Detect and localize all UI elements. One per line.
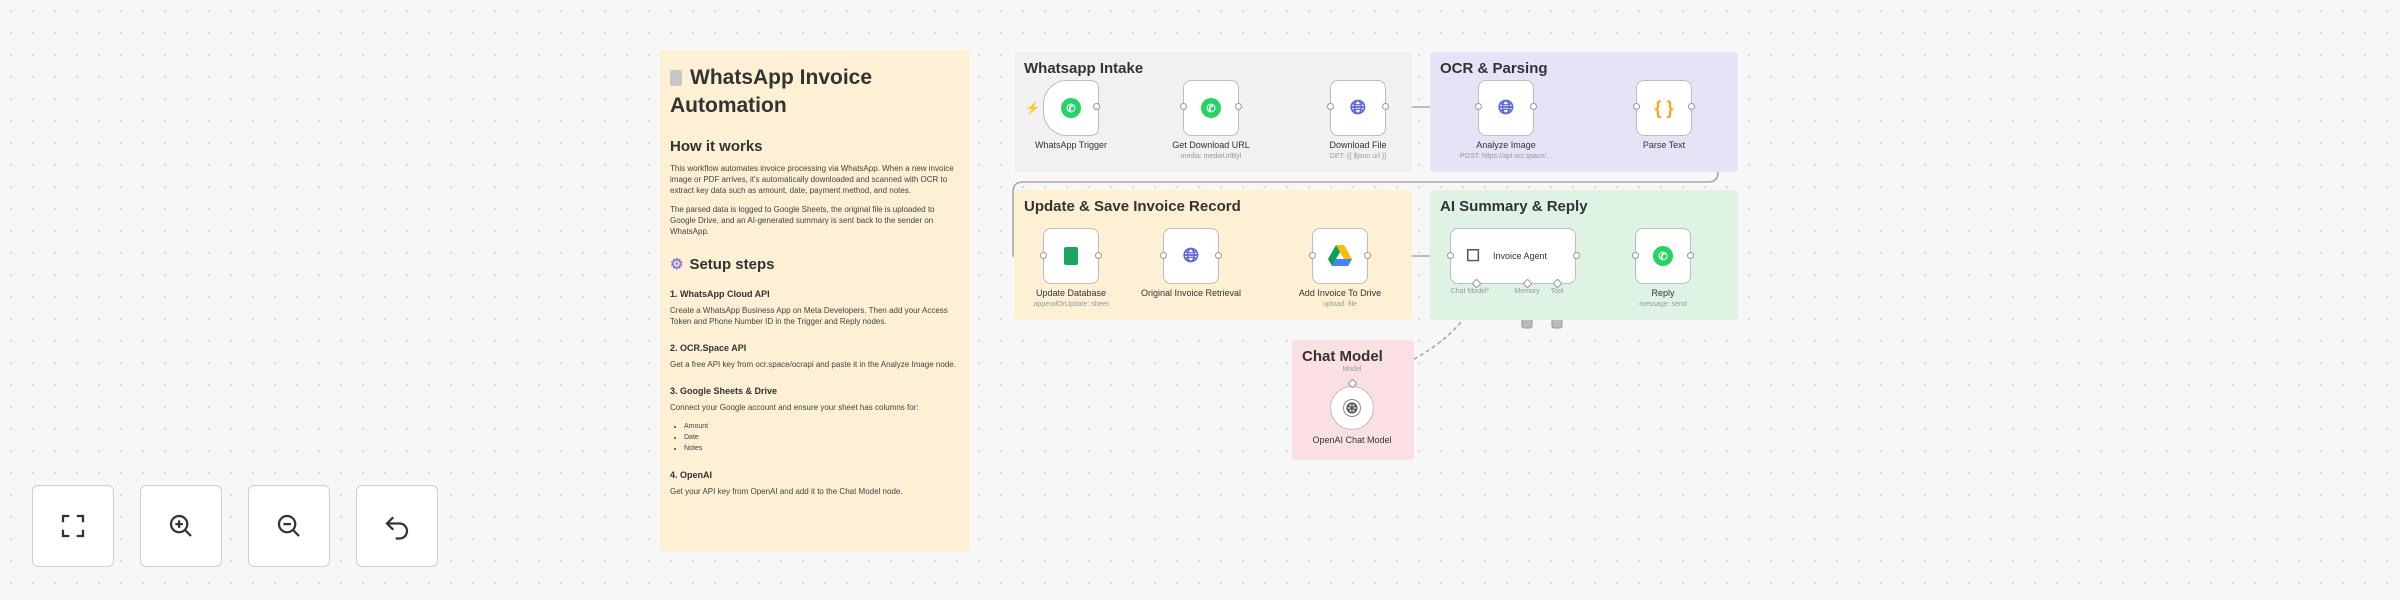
group-title: OCR & Parsing: [1440, 60, 1548, 77]
robot-icon: ☐: [1465, 248, 1481, 265]
group-title: Whatsapp Intake: [1024, 60, 1144, 77]
port-label: Tool: [1550, 288, 1564, 295]
globe-icon: 🌐︎: [1350, 96, 1366, 119]
step-2-text: Get a free API key from ocr.space/ocrapi…: [670, 360, 956, 369]
step-3-text: Connect your Google account and ensure y…: [670, 403, 919, 412]
input-handle[interactable]: [1447, 252, 1454, 259]
node-label: WhatsApp Trigger: [1034, 140, 1108, 150]
note-title: WhatsApp Invoice Automation: [670, 66, 873, 117]
node-add-invoice-to-drive[interactable]: [1312, 228, 1368, 284]
input-handle[interactable]: [1327, 103, 1334, 110]
node-label: Reply: [1651, 288, 1675, 298]
fit-view-button[interactable]: [32, 485, 114, 567]
step-4-text: Get your API key from OpenAI and add it …: [670, 487, 903, 496]
node-label: Parse Text: [1642, 140, 1686, 150]
output-handle[interactable]: [1235, 103, 1242, 110]
port-label: Chat Model*: [1450, 288, 1490, 295]
how-heading: How it works: [670, 138, 763, 155]
input-handle[interactable]: [1632, 252, 1639, 259]
google-drive-icon: [1328, 245, 1352, 267]
fullscreen-icon: [61, 514, 85, 538]
step-4-title: 4. OpenAI: [670, 470, 713, 480]
input-handle[interactable]: [1309, 252, 1316, 259]
step-1-text: Create a WhatsApp Business App on Meta D…: [670, 306, 948, 326]
step-3-list: Amount Date Notes: [670, 421, 960, 454]
output-handle[interactable]: [1095, 252, 1102, 259]
node-original-invoice-retrieval[interactable]: 🌐︎: [1163, 228, 1219, 284]
whatsapp-icon: ✆: [1653, 246, 1673, 266]
zoom-out-button[interactable]: [248, 485, 330, 567]
output-handle[interactable]: [1573, 252, 1580, 259]
google-sheets-icon: [1064, 247, 1078, 265]
output-handle[interactable]: [1364, 252, 1371, 259]
input-handle[interactable]: [1160, 252, 1167, 259]
node-analyze-image[interactable]: 🌐︎: [1478, 80, 1534, 136]
group-title: Update & Save Invoice Record: [1024, 198, 1241, 215]
input-handle[interactable]: [1040, 252, 1047, 259]
document-icon: [670, 70, 682, 86]
list-item: Date: [684, 432, 960, 443]
node-label: Invoice Agent: [1493, 251, 1548, 261]
node-subtitle: GET: {{ $json.url }}: [1329, 153, 1387, 160]
output-handle[interactable]: [1093, 103, 1100, 110]
gear-icon: ⚙: [670, 256, 684, 273]
trigger-marker-icon: ⚡: [1025, 101, 1040, 115]
node-label: Download File: [1329, 140, 1387, 150]
node-download-file[interactable]: 🌐︎: [1330, 80, 1386, 136]
output-handle[interactable]: [1215, 252, 1222, 259]
node-openai-chat-model[interactable]: ⊛: [1330, 386, 1374, 430]
node-subtitle: appendOrUpdate: sheet: [1033, 301, 1109, 308]
whatsapp-icon: ✆: [1201, 98, 1221, 118]
group-title: Chat Model: [1302, 348, 1383, 365]
openai-icon: ⊛: [1343, 399, 1361, 417]
node-label: Get Download URL: [1172, 140, 1250, 150]
node-reply[interactable]: ✆: [1635, 228, 1691, 284]
reset-zoom-button[interactable]: [356, 485, 438, 567]
setup-heading: ⚙Setup steps: [670, 256, 775, 273]
node-label: Update Database: [1035, 288, 1107, 298]
input-handle[interactable]: [1180, 103, 1187, 110]
list-item: Notes: [684, 443, 960, 454]
step-2-title: 2. OCR.Space API: [670, 343, 747, 353]
step-1-title: 1. WhatsApp Cloud API: [670, 289, 770, 299]
node-subtitle: media: mediaUrlByl: [1180, 153, 1242, 160]
node-parse-text[interactable]: { }: [1636, 80, 1692, 136]
node-label: Add Invoice To Drive: [1298, 288, 1382, 298]
node-get-download-url[interactable]: ✆: [1183, 80, 1239, 136]
node-subtitle: POST: https://api.ocr.space/...: [1459, 153, 1553, 160]
output-handle[interactable]: [1530, 103, 1537, 110]
instructions-note[interactable]: WhatsApp Invoice Automation How it works…: [660, 50, 970, 552]
globe-icon: 🌐︎: [1498, 96, 1514, 119]
node-invoice-agent[interactable]: ☐ Invoice Agent: [1450, 228, 1576, 284]
globe-icon: 🌐︎: [1183, 244, 1199, 267]
step-3-title: 3. Google Sheets & Drive: [670, 386, 778, 396]
output-handle[interactable]: [1382, 103, 1389, 110]
port-label: Memory: [1514, 288, 1540, 295]
output-handle[interactable]: [1687, 252, 1694, 259]
code-icon: { }: [1654, 97, 1674, 118]
node-label: Original Invoice Retrieval: [1140, 288, 1242, 298]
node-subtitle: upload: file: [1323, 301, 1357, 308]
node-label: Analyze Image: [1476, 140, 1536, 150]
undo-icon: [385, 516, 409, 540]
node-subtitle: message: send: [1639, 301, 1687, 308]
output-handle[interactable]: [1688, 103, 1695, 110]
node-whatsapp-trigger[interactable]: ✆: [1043, 80, 1099, 136]
how-paragraph-1: This workflow automates invoice processi…: [670, 164, 954, 195]
input-handle[interactable]: [1475, 103, 1482, 110]
input-handle[interactable]: [1633, 103, 1640, 110]
whatsapp-icon: ✆: [1061, 98, 1081, 118]
group-title: AI Summary & Reply: [1440, 198, 1588, 215]
node-update-database[interactable]: [1043, 228, 1099, 284]
node-label: OpenAI Chat Model: [1312, 435, 1392, 445]
how-paragraph-2: The parsed data is logged to Google Shee…: [670, 205, 935, 236]
zoom-out-icon: [277, 514, 300, 537]
zoom-in-button[interactable]: [140, 485, 222, 567]
list-item: Amount: [684, 421, 960, 432]
zoom-in-icon: [169, 514, 192, 537]
port-label: Model: [1342, 366, 1362, 373]
